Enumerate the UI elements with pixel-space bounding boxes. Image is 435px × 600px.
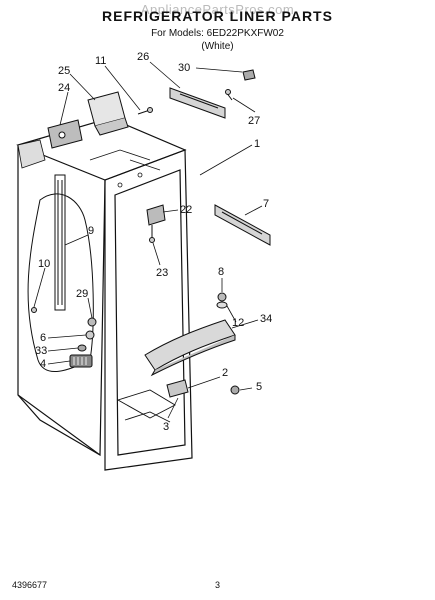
liner-body bbox=[16, 117, 193, 471]
part-26-rail bbox=[169, 87, 226, 119]
callout-labels: 25 11 26 30 24 27 1 22 7 9 23 10 8 29 12… bbox=[35, 51, 272, 433]
callout-30: 30 bbox=[178, 62, 190, 74]
callout-11: 11 bbox=[95, 55, 106, 67]
models-line: For Models: 6ED22PKXFW02 bbox=[151, 28, 284, 39]
callout-22: 22 bbox=[180, 204, 192, 216]
part-22-bracket bbox=[146, 204, 166, 226]
part-30-clip bbox=[242, 69, 256, 81]
part-27-screw bbox=[225, 89, 233, 101]
callout-9: 9 bbox=[88, 225, 94, 237]
callout-1: 1 bbox=[254, 138, 260, 150]
part-2-bracket bbox=[166, 379, 189, 398]
part-12-washer bbox=[216, 301, 228, 309]
part-25-housing bbox=[87, 91, 129, 136]
callout-5: 5 bbox=[256, 381, 262, 393]
part-23-screw bbox=[149, 225, 155, 243]
callout-33: 33 bbox=[35, 345, 47, 357]
part-code: 4396677 bbox=[12, 580, 48, 590]
part-4-grille bbox=[69, 354, 93, 368]
callout-4: 4 bbox=[40, 358, 46, 370]
part-33-spacer bbox=[77, 344, 87, 352]
callout-10: 10 bbox=[38, 258, 50, 270]
watermark-text: AppliancePartsPros.com bbox=[140, 2, 295, 17]
page-number: 3 bbox=[214, 580, 220, 590]
color-line: (White) bbox=[201, 41, 234, 52]
callout-6: 6 bbox=[40, 332, 46, 344]
part-10-screw bbox=[31, 307, 37, 313]
part-34-cover bbox=[144, 319, 236, 377]
callout-34: 34 bbox=[260, 313, 272, 325]
part-24-bracket bbox=[47, 119, 83, 149]
vertical-rail bbox=[54, 174, 66, 311]
leader-lines bbox=[33, 61, 263, 419]
part-6-knob bbox=[85, 330, 95, 340]
callout-27: 27 bbox=[248, 115, 260, 127]
callout-3: 3 bbox=[163, 421, 169, 433]
callout-24: 24 bbox=[58, 82, 70, 94]
callout-29: 29 bbox=[76, 288, 88, 300]
callout-26: 26 bbox=[137, 51, 149, 63]
part-7-rail bbox=[214, 204, 271, 246]
callout-7: 7 bbox=[263, 198, 269, 210]
callout-23: 23 bbox=[156, 267, 168, 279]
callout-25: 25 bbox=[58, 65, 70, 77]
part-11-screw bbox=[137, 107, 153, 115]
callout-12: 12 bbox=[232, 317, 244, 329]
page-title: REFRIGERATOR LINER PARTS bbox=[102, 8, 333, 24]
callout-8: 8 bbox=[218, 266, 224, 278]
part-8-nut bbox=[217, 292, 227, 302]
callout-2: 2 bbox=[222, 367, 228, 379]
part-29-knob bbox=[87, 317, 97, 327]
part-5-cap bbox=[230, 385, 240, 395]
